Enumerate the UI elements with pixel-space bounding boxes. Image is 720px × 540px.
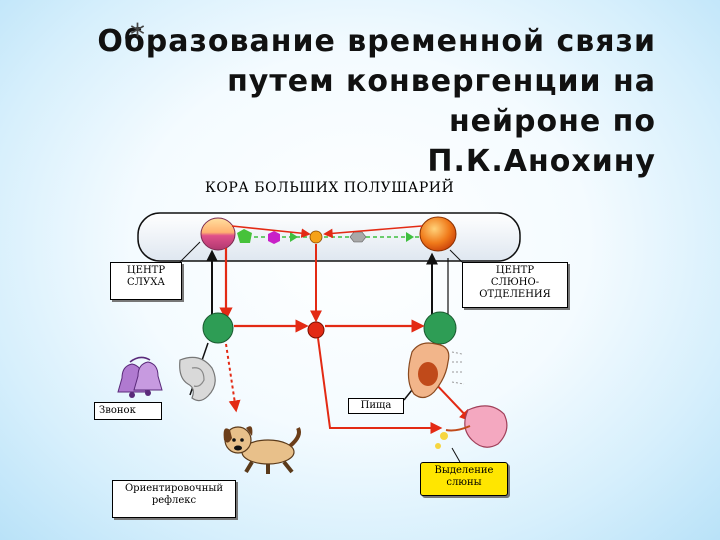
- salivation-center-line-2: СЛЮНО-: [490, 277, 540, 288]
- title-line-2: путем конвергенции на нейроне по: [227, 64, 656, 139]
- bullet-star: *: [130, 18, 145, 53]
- pathway: [323, 225, 423, 239]
- saliva-line-1: Выделение: [434, 465, 494, 476]
- dog-icon: [223, 426, 301, 474]
- ear-icon: [179, 356, 216, 402]
- food-label: Пища: [348, 398, 404, 414]
- convergence-neuron-bottom: [307, 321, 325, 339]
- salivary-gland-icon: [435, 405, 508, 449]
- cortex-band: [137, 212, 521, 262]
- orienting-reflex-line-1: Ориентировочный: [124, 483, 224, 494]
- pointer-line: [179, 241, 201, 263]
- hearing-center-label: ЦЕНТР СЛУХА: [110, 262, 182, 300]
- grey-hexagon-icon: [349, 231, 367, 243]
- hearing-center-line-2: СЛУХА: [127, 277, 165, 288]
- orienting-reflex-line-2: рефлекс: [151, 495, 197, 506]
- hearing-center-neuron: [200, 217, 236, 251]
- arrowhead-green-icon: [406, 232, 414, 242]
- pentagon-neuron-icon: [237, 229, 252, 243]
- title-line-3: П.К.Анохину: [427, 144, 656, 179]
- convergence-neuron-top: [309, 230, 323, 244]
- auditory-subcortical-neuron: [202, 312, 234, 344]
- bell-label: Звонок: [94, 402, 162, 420]
- magenta-neuron-icon: [268, 231, 280, 244]
- salivary-subcortical-neuron: [423, 311, 457, 345]
- salivation-center-label: ЦЕНТР СЛЮНО- ОТДЕЛЕНИЯ: [462, 262, 568, 308]
- cortex-label: КОРА БОЛЬШИХ ПОЛУШАРИЙ: [205, 180, 455, 196]
- tongue-icon: [407, 342, 465, 399]
- pointer-line: [451, 447, 461, 463]
- slide-title: * Образование временной связи путем конв…: [70, 18, 670, 182]
- bell-icon: [117, 356, 163, 398]
- salivation-center-line-1: ЦЕНТР: [495, 265, 535, 276]
- title-line-1: Образование временной связи: [97, 24, 656, 59]
- orienting-path: [225, 343, 241, 413]
- pointer-line: [449, 249, 463, 263]
- pathway: [231, 225, 311, 238]
- food-path: [317, 337, 443, 434]
- salivation-center-neuron: [419, 216, 457, 252]
- saliva-secretion-label: Выделение слюны: [420, 462, 508, 496]
- hearing-center-line-1: ЦЕНТР: [126, 265, 166, 276]
- orienting-reflex-label: Ориентировочный рефлекс: [112, 480, 236, 518]
- salivation-center-line-3: ОТДЕЛЕНИЯ: [479, 289, 551, 300]
- arrowhead-green-icon: [290, 232, 298, 242]
- saliva-line-2: слюны: [446, 477, 482, 488]
